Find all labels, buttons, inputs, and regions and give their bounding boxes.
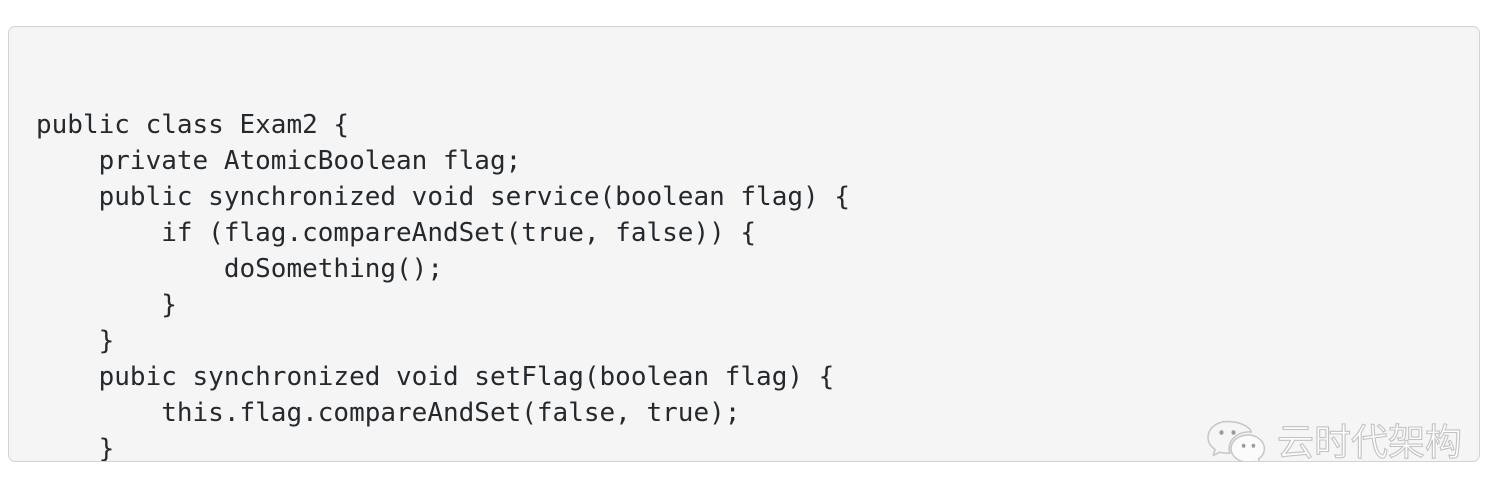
code-line: if (flag.compareAndSet(true, false)) { [36, 218, 757, 248]
code-line: } [36, 326, 115, 356]
code-block-card: public class Exam2 { private AtomicBoole… [8, 26, 1480, 462]
code-line: this.flag.compareAndSet(false, true); [36, 398, 741, 428]
code-line: pubic synchronized void setFlag(boolean … [36, 362, 835, 392]
code-line: public class Exam2 { [36, 110, 350, 140]
code-content: public class Exam2 { private AtomicBoole… [36, 35, 850, 461]
code-line: public synchronized void service(boolean… [36, 182, 850, 212]
code-lines: public class Exam2 { private AtomicBoole… [36, 74, 850, 461]
code-line: } [36, 290, 177, 320]
code-line: } [36, 434, 115, 461]
code-scroll-area[interactable]: public class Exam2 { private AtomicBoole… [9, 27, 1479, 461]
code-line: doSomething(); [36, 254, 443, 284]
code-line: private AtomicBoolean flag; [36, 146, 522, 176]
